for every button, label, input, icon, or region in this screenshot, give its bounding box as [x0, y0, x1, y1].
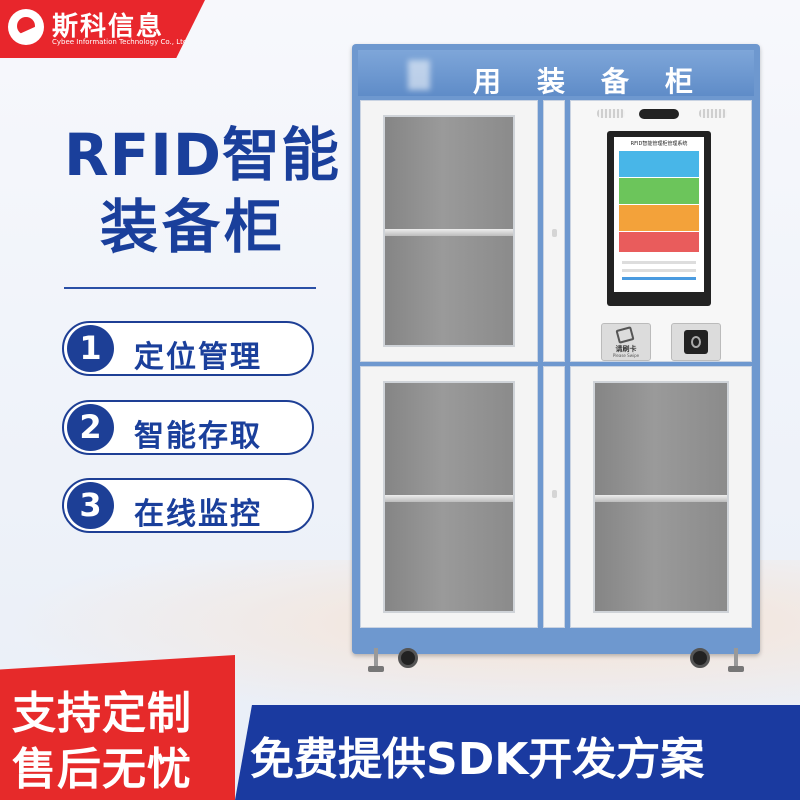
screen-tile-red[interactable] [619, 232, 699, 252]
card-reader-sub: Please Swipe [612, 353, 640, 358]
feature-number: 3 [67, 482, 114, 529]
left-upper-door[interactable] [360, 100, 538, 362]
right-lower-door[interactable] [570, 366, 752, 628]
shelf [385, 495, 513, 502]
feature-label: 定位管理 [134, 340, 262, 375]
login-button[interactable] [622, 277, 696, 280]
screen-tile-green[interactable] [619, 178, 699, 204]
divider [64, 287, 316, 289]
logo-mark-icon [8, 9, 44, 45]
promo-line1: 支持定制 [12, 688, 192, 739]
feature-number: 1 [67, 325, 114, 372]
handle-knob[interactable] [552, 229, 557, 237]
camera-icon [639, 109, 679, 119]
headline-line2: 装备柜 [100, 193, 287, 261]
center-strip-lower [543, 366, 565, 628]
login-field[interactable] [622, 261, 696, 264]
promo-banner [0, 655, 235, 800]
brand-logo: 斯科信息 Cybee Information Technology Co., L… [0, 0, 205, 58]
card-reader-label: 请刷卡 [615, 345, 637, 353]
cabinet-title: 用装备柜 [473, 65, 730, 98]
handle-knob[interactable] [552, 490, 557, 498]
speaker-vent [597, 109, 625, 118]
caster-wheel [690, 648, 710, 668]
screen-title: RFID智能管理柜管理系统 [630, 141, 688, 147]
sdk-banner-text: 免费提供SDK开发方案 [250, 734, 705, 785]
promo-line2: 售后无忧 [12, 744, 192, 795]
speaker-vent [699, 109, 727, 118]
brand-name-en: Cybee Information Technology Co., Ltd. [52, 38, 190, 46]
screen-tile-blue[interactable] [619, 151, 699, 177]
cabinet-body: RFID智能管理柜管理系统 请刷卡 Please Swipe [358, 98, 754, 640]
feature-number: 2 [67, 404, 114, 451]
card-reader[interactable]: 请刷卡 Please Swipe [601, 323, 651, 361]
shelf [385, 229, 513, 236]
feature-label: 在线监控 [134, 497, 262, 532]
screen-display: RFID智能管理柜管理系统 [614, 137, 704, 292]
control-panel: RFID智能管理柜管理系统 请刷卡 Please Swipe [570, 100, 752, 362]
glass-pane [593, 381, 729, 613]
glass-pane [383, 115, 515, 347]
feature-label: 智能存取 [134, 419, 262, 454]
feature-item-smart-access: 2 智能存取 [62, 400, 314, 455]
headline-line1: RFID智能 [64, 121, 341, 189]
sdk-banner [235, 705, 800, 800]
equipment-cabinet: 用装备柜 RFID智能管理柜管理系统 [352, 44, 760, 654]
leveling-foot [368, 648, 384, 674]
brand-name-cn: 斯科信息 [52, 12, 165, 42]
card-icon [615, 326, 635, 344]
blurred-text [408, 60, 430, 90]
left-lower-door[interactable] [360, 366, 538, 628]
login-field[interactable] [622, 269, 696, 272]
feature-item-monitoring: 3 在线监控 [62, 478, 314, 533]
screen-tile-orange[interactable] [619, 205, 699, 231]
glass-pane [383, 381, 515, 613]
caster-wheel [398, 648, 418, 668]
touch-screen[interactable]: RFID智能管理柜管理系统 [607, 131, 711, 306]
feature-item-positioning: 1 定位管理 [62, 321, 314, 376]
leveling-foot [728, 648, 744, 674]
fingerprint-reader[interactable] [671, 323, 721, 361]
fingerprint-icon [684, 330, 708, 354]
center-strip-upper [543, 100, 565, 362]
cabinet-header: 用装备柜 [358, 50, 754, 98]
shelf [595, 495, 727, 502]
